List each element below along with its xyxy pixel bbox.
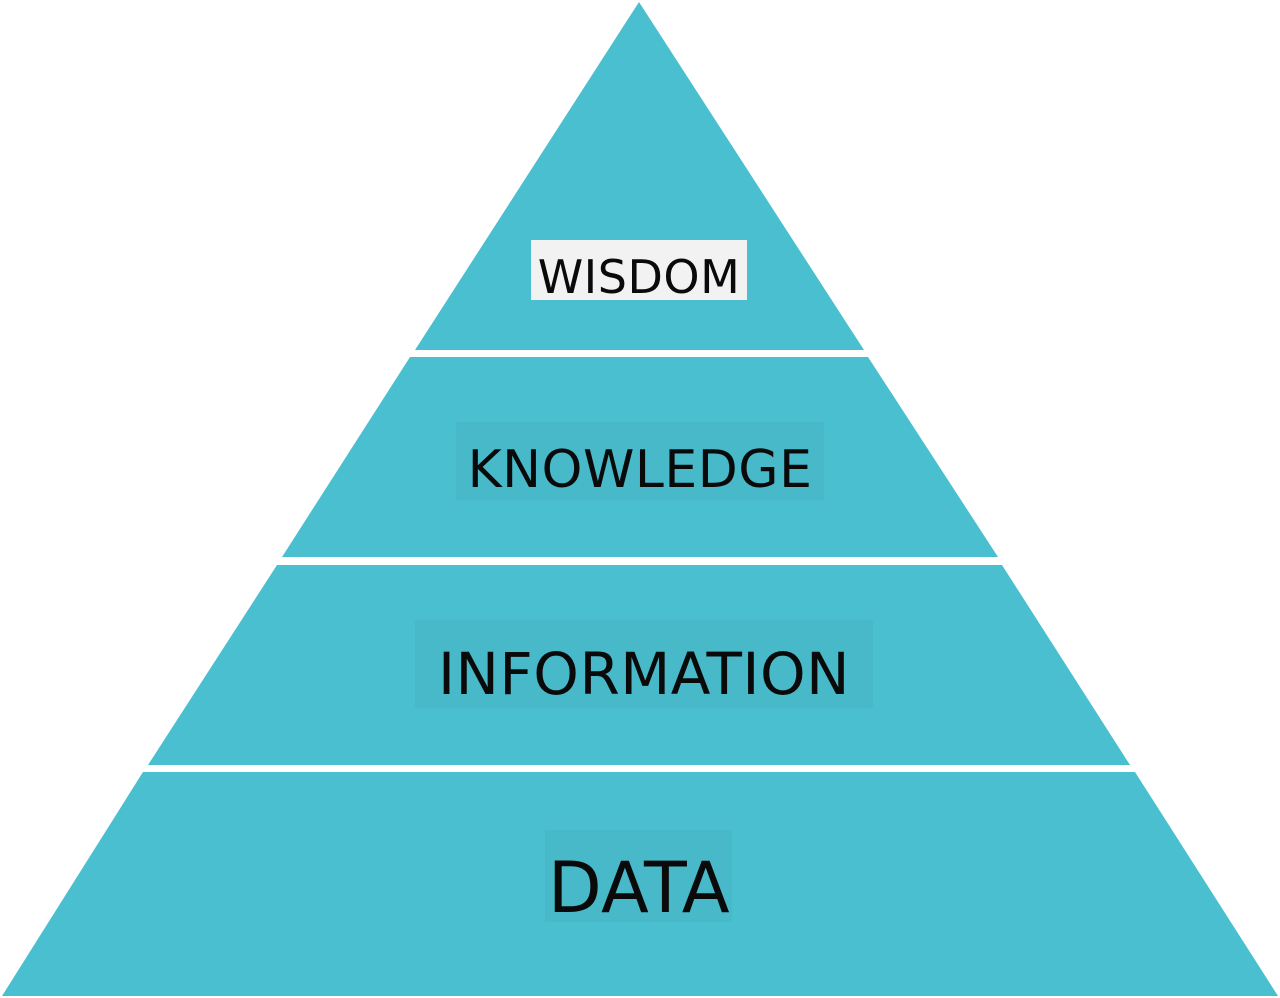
tier-wisdom-label-highlight (531, 240, 747, 300)
tier-data-label-highlight (545, 830, 732, 922)
tier-wisdom-shape (415, 2, 864, 350)
tier-knowledge: KNOWLEDGE (282, 357, 998, 557)
tier-information: INFORMATION (148, 565, 1130, 765)
tier-knowledge-label: KNOWLEDGE (468, 440, 813, 500)
tier-data: DATA (2, 772, 1278, 996)
tier-data-label: DATA (548, 847, 730, 929)
tier-information-label: INFORMATION (438, 640, 850, 708)
tier-information-label-highlight (415, 620, 873, 708)
tier-knowledge-label-highlight (456, 422, 824, 500)
tier-wisdom-label: WISDOM (538, 250, 741, 304)
tier-wisdom: WISDOM (415, 2, 864, 350)
